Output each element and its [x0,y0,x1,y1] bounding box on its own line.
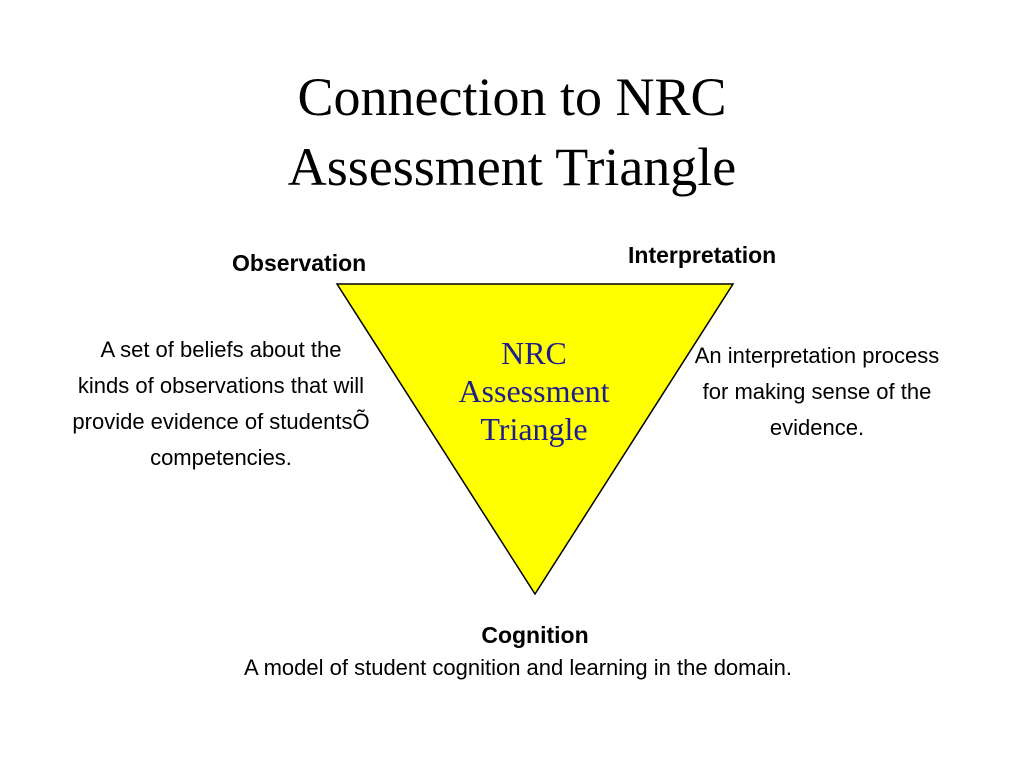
title-line-1: Connection to NRC [297,67,727,127]
title-line-2: Assessment Triangle [287,137,737,197]
observation-label: Observation [232,250,367,276]
slide-title: Connection to NRC Assessment Triangle [0,62,1024,202]
interpretation-description: An interpretation process for making sen… [694,343,940,440]
triangle-shape [335,283,735,596]
center-label-line-2: Assessment [458,373,610,409]
cognition-label: Cognition [481,622,589,648]
interpretation-label: Interpretation [628,242,777,268]
cognition-description: A model of student cognition and learnin… [244,655,792,680]
triangle-center-label: NRC Assessment Triangle [424,334,644,448]
center-label-line-1: NRC [501,335,567,371]
center-label-line-3: Triangle [480,411,588,447]
observation-description: A set of beliefs about the kinds of obse… [72,337,370,470]
